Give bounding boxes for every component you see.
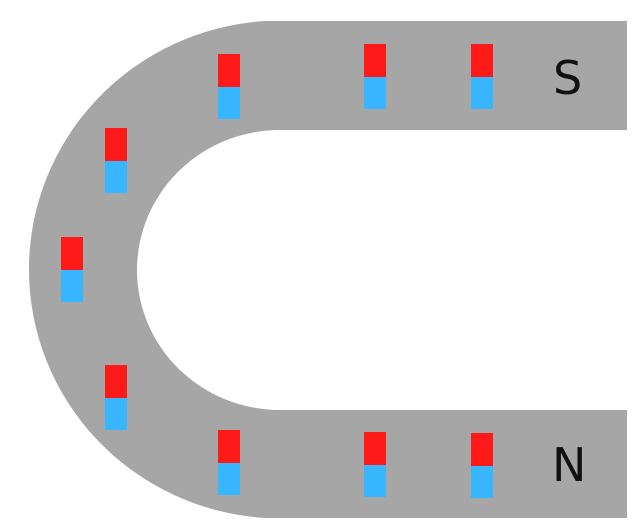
needle-red-end [218, 430, 240, 463]
compass-needle [61, 237, 83, 302]
needle-blue-end [218, 463, 240, 495]
needle-red-end [218, 54, 240, 87]
compass-needle [471, 433, 493, 498]
needle-blue-end [105, 398, 127, 430]
needle-blue-end [218, 87, 240, 119]
needle-red-end [105, 128, 127, 161]
compass-needle [105, 128, 127, 193]
compass-needle [364, 432, 386, 497]
compass-needle [218, 430, 240, 495]
needle-blue-end [364, 77, 386, 109]
horseshoe-magnet-body [28, 21, 628, 518]
needle-blue-end [61, 270, 83, 302]
compass-needle [218, 54, 240, 119]
needle-red-end [105, 365, 127, 398]
needle-red-end [364, 432, 386, 465]
compass-needle [471, 44, 493, 109]
needle-red-end [471, 44, 493, 77]
needle-red-end [61, 237, 83, 270]
north-pole-label: N [552, 438, 587, 492]
needle-red-end [471, 433, 493, 466]
needle-blue-end [471, 77, 493, 109]
needle-blue-end [105, 161, 127, 193]
south-pole-label: S [553, 51, 583, 105]
compass-needle [364, 44, 386, 109]
needle-blue-end [364, 465, 386, 497]
needle-blue-end [471, 466, 493, 498]
compass-needle [105, 365, 127, 430]
needle-red-end [364, 44, 386, 77]
